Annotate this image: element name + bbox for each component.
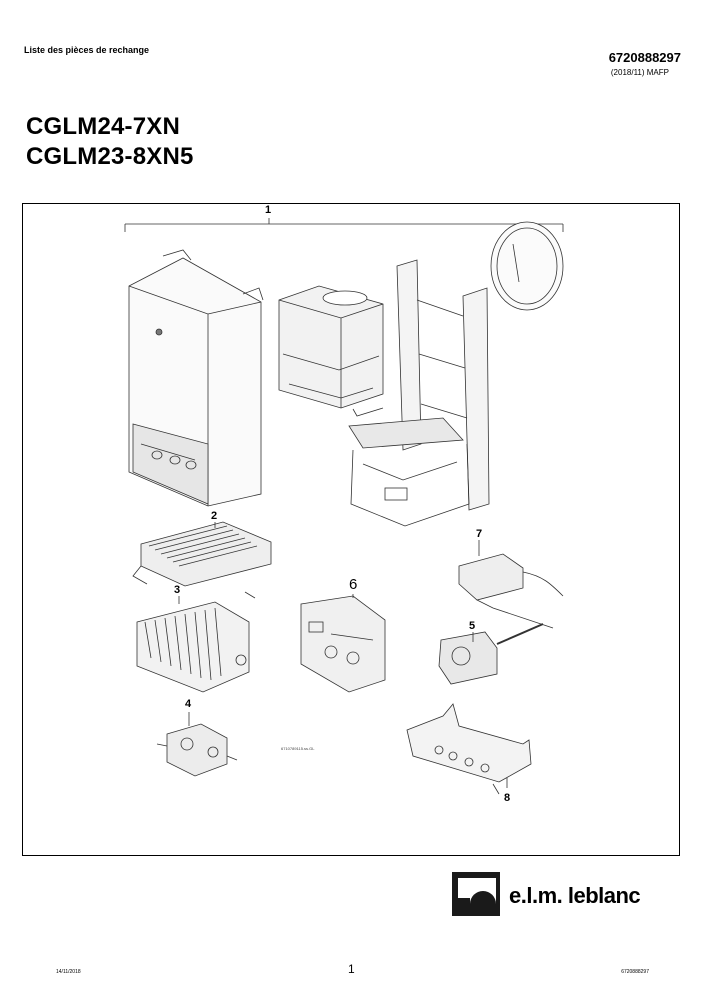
brand-name: e.l.m. leblanc [509,883,641,908]
connection-rail-drawing [406,703,532,795]
callout-1-bracket [124,218,564,232]
document-number: 6720888297 [608,50,681,65]
footer-document-number: 6720888297 [621,969,649,975]
exploded-view-drawing [124,218,564,795]
callout-1: 1 [265,204,272,216]
callout-6: 6 [349,576,358,593]
chassis-frame-drawing [348,259,490,527]
callout-leaders [178,522,508,788]
combustion-chamber-drawing [278,285,384,417]
callout-8: 8 [504,792,511,804]
control-unit-drawing [300,595,386,693]
model-name-1: CGLM24-7XN [26,113,181,140]
document-type: Liste des pièces de rechange [24,45,150,55]
brand-logo-mark [452,872,500,916]
exploded-view-diagram: 1 2 3 4 5 6 7 8 6710789115.ss.GL [22,203,680,856]
callout-2: 2 [211,510,218,522]
document-revision: (2018/11) MAFP [610,68,669,77]
gas-valve-drawing [156,723,238,777]
hydraulic-block-drawing [458,553,564,629]
callout-7: 7 [476,528,483,540]
model-name-2: CGLM23-8XN5 [26,143,194,170]
expansion-vessel-drawing [490,221,564,311]
burner-drawing [136,601,250,693]
callout-3: 3 [174,584,181,596]
pump-drawing [438,623,544,685]
brand-logo [452,872,672,916]
callout-5: 5 [469,620,476,632]
page-number: 1 [348,962,355,976]
heat-exchanger-drawing [132,521,272,599]
footer-date: 14/11/2018 [56,969,81,975]
drawing-reference: 6710789115.ss.GL [281,746,315,751]
callout-4: 4 [185,698,192,710]
boiler-casing-drawing [128,249,264,507]
